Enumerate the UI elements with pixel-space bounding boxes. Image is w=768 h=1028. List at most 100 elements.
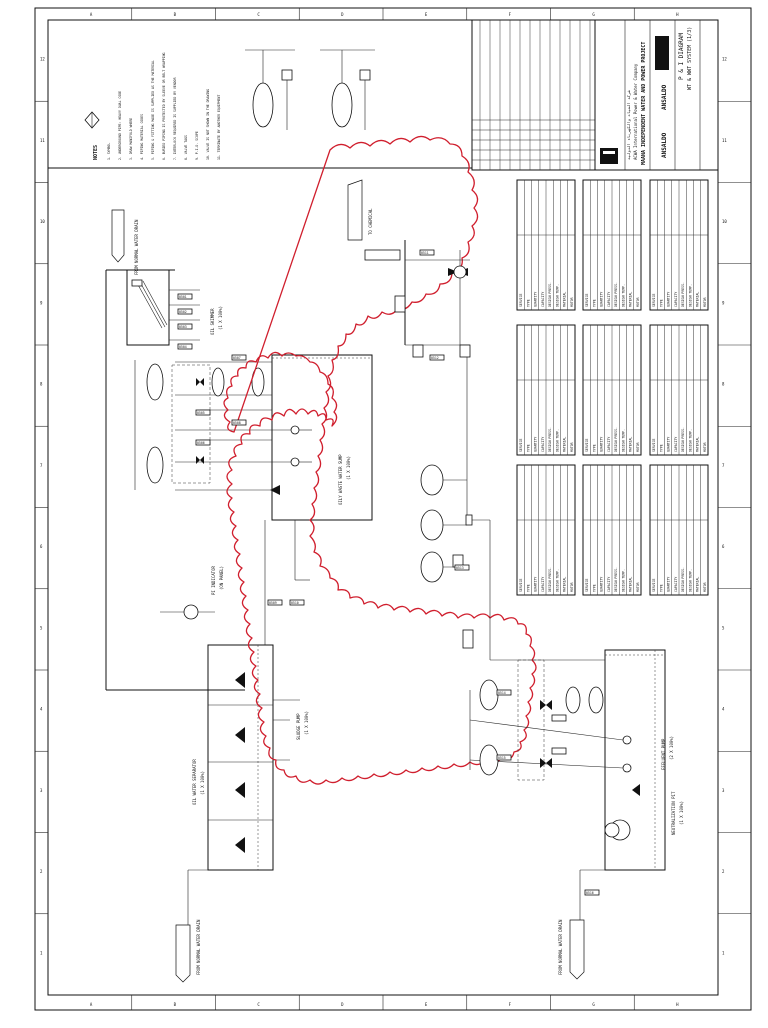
- instrument-bubble-icon: [565, 686, 581, 714]
- spec-row-label: DESIGN PRESS.: [548, 427, 552, 452]
- instrument-bubble-icon: [146, 363, 164, 401]
- note-item: 9. P.I.D. SCOPE: [195, 131, 199, 160]
- line-tag-text: 0515: [498, 756, 506, 760]
- spec-row-label: SERVICE: [652, 438, 656, 452]
- spec-row-label: MOTOR: [570, 582, 574, 592]
- row-mark: B: [174, 1002, 177, 1007]
- spec-row-label: MOTOR: [570, 442, 574, 452]
- spec-row-label: DESIGN PRESS.: [681, 282, 685, 307]
- valve-icon: [196, 456, 204, 464]
- instrument-bubble-icon: [479, 744, 499, 776]
- spec-row-label: CAPACITY: [607, 437, 611, 452]
- spec-row-label: CAPACITY: [674, 437, 678, 452]
- spec-row-label: DESIGN TEMP.: [621, 569, 625, 592]
- spec-row-label: TYPE: [526, 584, 530, 592]
- note-item: 6. BURIED PIPING IS PROTECTED BY SLEEVE …: [162, 52, 166, 160]
- spec-row-label: DESIGN TEMP.: [621, 284, 625, 307]
- oil-skimmer: OIL SKIMMER (1 X 100%): [106, 269, 223, 346]
- spec-row-label: CAPACITY: [541, 577, 545, 592]
- spec-row-label: TYPE: [659, 584, 663, 592]
- spec-row-label: DESIGN TEMP.: [555, 429, 559, 452]
- spec-row-label: SERVICE: [652, 578, 656, 592]
- spec-row-label: MATERIAL: [629, 292, 633, 307]
- line-tag: 0514: [496, 689, 512, 696]
- line-tag: 0505: [195, 409, 211, 416]
- separator-sub: (1 X 100%): [200, 771, 205, 795]
- line-tag: 0509: [267, 599, 283, 606]
- spec-row-label: CAPACITY: [541, 437, 545, 452]
- spec-row-label: SERVICE: [652, 293, 656, 307]
- note-item: 7. INTERLOCK REQUIRED IS SUPPLIED BY VEN…: [173, 77, 177, 160]
- row-mark: D: [341, 1002, 344, 1007]
- spec-row-label: DESIGN PRESS.: [548, 567, 552, 592]
- note-item: 5. PIPING & FITTING MADE IS SUPPLIED AS …: [151, 60, 155, 160]
- spec-row-label: QUANTITY: [667, 292, 671, 307]
- line-tag-text: 0504: [179, 345, 187, 349]
- note-item: 1. SYMBOL: [107, 143, 111, 160]
- contractor-logo-2: ANSALDO: [661, 132, 668, 158]
- spec-row-label: MATERIAL: [563, 292, 567, 307]
- note-item: 11. TERMINATE BY ANOTHER EQUIPMENT: [217, 95, 221, 160]
- pump-icon: [235, 837, 245, 853]
- row-mark: C: [257, 12, 260, 17]
- line-tag-text: 0509: [269, 601, 277, 605]
- pump-icon: [235, 782, 245, 798]
- notes-list: 1. SYMBOL 2. UNDERGROUND PIPE: HEAVY DUAL…: [107, 52, 221, 160]
- note-symbol-icon: [84, 111, 100, 129]
- cloud-top-connector: TO CHEMICAL: [368, 208, 373, 235]
- sludge-pump-title: SLUDGE PUMP: [296, 713, 301, 740]
- spec-row-label: SERVICE: [519, 293, 523, 307]
- spec-row-label: CAPACITY: [674, 577, 678, 592]
- line-tag: 0504: [177, 343, 193, 350]
- column-mark: 11: [722, 138, 727, 143]
- line-tag-text: 0514: [498, 691, 506, 695]
- separator-title: OIL WATER SEPARATOR: [192, 759, 197, 805]
- spec-row-label: DESIGN TEMP.: [555, 569, 559, 592]
- sludge-pump-sub: (1 X 100%): [304, 711, 309, 735]
- line-tag: 0512: [429, 354, 445, 361]
- line-tag: 0501: [177, 293, 193, 300]
- line-tag: 0510: [289, 599, 305, 606]
- instrument-bubble-icon: [146, 446, 164, 484]
- line-tag: 0507: [231, 354, 247, 361]
- note-item: 4. PIPING MATERIAL CODES: [140, 114, 144, 160]
- row-mark: E: [425, 12, 428, 17]
- row-mark: F: [509, 12, 512, 17]
- column-mark: 9: [722, 300, 725, 305]
- spec-row-label: SERVICE: [585, 578, 589, 592]
- pump-icon: [622, 763, 632, 773]
- spec-row-label: TYPE: [526, 444, 530, 452]
- bottom-pumps-title: EFFLUENT PUMP: [661, 738, 666, 770]
- instrument-bubble-icon: [588, 686, 604, 714]
- note-item: 2. UNDERGROUND PIPE: HEAVY DUAL CODE: [118, 91, 122, 160]
- row-mark: G: [592, 1002, 595, 1007]
- pump-icon: [235, 727, 245, 743]
- line-tag: 0513: [454, 564, 470, 571]
- company-logo-icon: [600, 148, 618, 164]
- line-tag-text: 0508: [233, 421, 241, 425]
- left-sump-title: OILY WASTE WATER SUMP: [338, 454, 343, 505]
- column-mark: 1: [40, 950, 43, 955]
- spec-row-label: MOTOR: [703, 297, 707, 307]
- drawing-title: P & I DIAGRAM: [678, 33, 685, 80]
- note-valve-sketch-1: [245, 49, 295, 130]
- row-mark: C: [257, 1002, 260, 1007]
- spec-row-label: QUANTITY: [534, 577, 538, 592]
- line-tag-text: 0507: [233, 356, 241, 360]
- title-panel: شركة المياه والكهرباء الدولية ACWA Inter…: [600, 20, 701, 170]
- column-mark: 5: [40, 625, 43, 630]
- revision-table: [472, 20, 596, 170]
- column-mark: 3: [722, 788, 725, 793]
- spec-row-label: MATERIAL: [696, 577, 700, 592]
- column-mark: 6: [722, 544, 725, 549]
- line-tag: 0503: [177, 323, 193, 330]
- valve-icon: [540, 758, 552, 768]
- off-page-connector-left-bottom: FROM NORMAL WATER DRAIN: [175, 919, 201, 983]
- pump-icon: [290, 457, 312, 467]
